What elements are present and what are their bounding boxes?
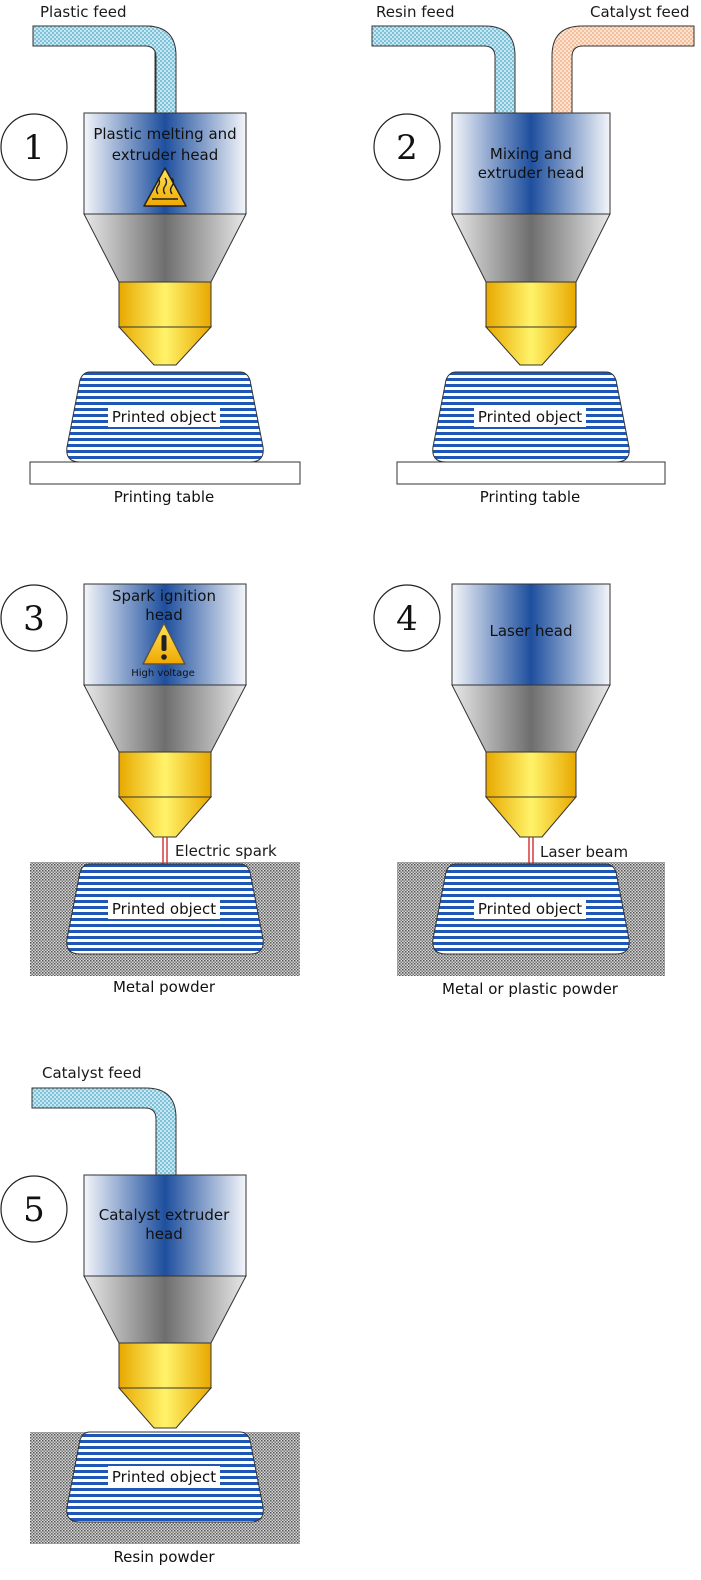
nozzle-body (118, 1342, 212, 1389)
resin-feed-tube (371, 25, 516, 114)
catalyst-feed-label: Catalyst feed (42, 1064, 142, 1082)
svg-text:5: 5 (23, 1190, 45, 1230)
electric-spark-label: Electric spark (175, 842, 277, 860)
laser-head (451, 583, 611, 686)
nozzle-body (118, 281, 212, 328)
svg-text:2: 2 (396, 128, 418, 168)
step-number-2: 2 (373, 113, 441, 181)
resin-powder-label: Resin powder (113, 1548, 215, 1566)
head-label-line1: Laser head (490, 622, 573, 640)
panel-3-spark-sintering: 3 Spark ignition head High voltage Elect… (0, 583, 300, 996)
printed-object-label: Printed object (112, 1468, 216, 1486)
nozzle-tip (484, 796, 578, 838)
extruder-cone (451, 684, 611, 753)
nozzle-tip (117, 326, 213, 366)
extruder-cone (451, 213, 611, 283)
svg-text:1: 1 (23, 128, 45, 168)
svg-text:4: 4 (396, 599, 418, 639)
step-number-5: 5 (0, 1175, 68, 1243)
catalyst-feed-tube (551, 25, 695, 114)
electric-spark-beam (162, 837, 168, 864)
printing-table (396, 461, 666, 485)
head-label-line1: Catalyst extruder (99, 1206, 230, 1224)
warning-caption: High voltage (131, 668, 195, 679)
extruder-cone (83, 684, 247, 753)
printing-table-label: Printing table (480, 488, 580, 506)
nozzle-tip (117, 1387, 213, 1429)
nozzle-body (485, 281, 577, 328)
svg-text:3: 3 (23, 599, 45, 639)
powder-label: Metal or plastic powder (442, 980, 619, 998)
head-label-line1: Mixing and (490, 145, 572, 163)
extruder-cone (83, 1275, 247, 1344)
step-number-1: 1 (0, 113, 68, 181)
plastic-feed-tube (32, 25, 177, 116)
panel-5-binder-jetting: Catalyst feed 5 Catalyst extruder head P… (0, 1064, 300, 1566)
step-number-3: 3 (0, 584, 68, 652)
laser-beam-label: Laser beam (540, 843, 628, 861)
head-label-line2: head (145, 1225, 182, 1243)
nozzle-tip (117, 796, 213, 838)
printed-object-label: Printed object (478, 900, 582, 918)
step-number-4: 4 (373, 584, 441, 652)
mixing-head (451, 112, 611, 215)
high-voltage-warning-icon (142, 622, 186, 665)
panel-2-resin-mixing: Resin feed Catalyst feed 2 Mixing and ex… (371, 3, 695, 506)
head-label-line2: extruder head (478, 164, 585, 182)
nozzle-body (118, 751, 212, 798)
head-label-line2: extruder head (112, 146, 219, 164)
extruder-cone (83, 213, 247, 283)
nozzle-body (485, 751, 577, 798)
nozzle-tip (484, 326, 578, 366)
catalyst-feed-label: Catalyst feed (590, 3, 690, 21)
laser-beam (528, 837, 534, 864)
head-label-line1: Plastic melting and (93, 125, 236, 143)
printing-table (29, 461, 301, 485)
metal-powder-label: Metal powder (113, 978, 216, 996)
head-label-line2: head (145, 606, 182, 624)
panel-1-fdm: Plastic feed 1 Plastic melting and extru… (0, 3, 301, 506)
catalyst-extruder-head (83, 1174, 247, 1277)
printed-object-label: Printed object (478, 408, 582, 426)
plastic-feed-label: Plastic feed (40, 3, 127, 21)
panel-4-laser-sintering: 4 Laser head Laser beam Printed object M… (373, 583, 665, 998)
hot-surface-warning-icon (143, 167, 187, 207)
printed-object-label: Printed object (112, 900, 216, 918)
head-label-line1: Spark ignition (112, 587, 216, 605)
printed-object-label: Printed object (112, 408, 216, 426)
printing-table-label: Printing table (114, 488, 214, 506)
resin-feed-label: Resin feed (376, 3, 455, 21)
catalyst-feed-tube (31, 1087, 177, 1178)
